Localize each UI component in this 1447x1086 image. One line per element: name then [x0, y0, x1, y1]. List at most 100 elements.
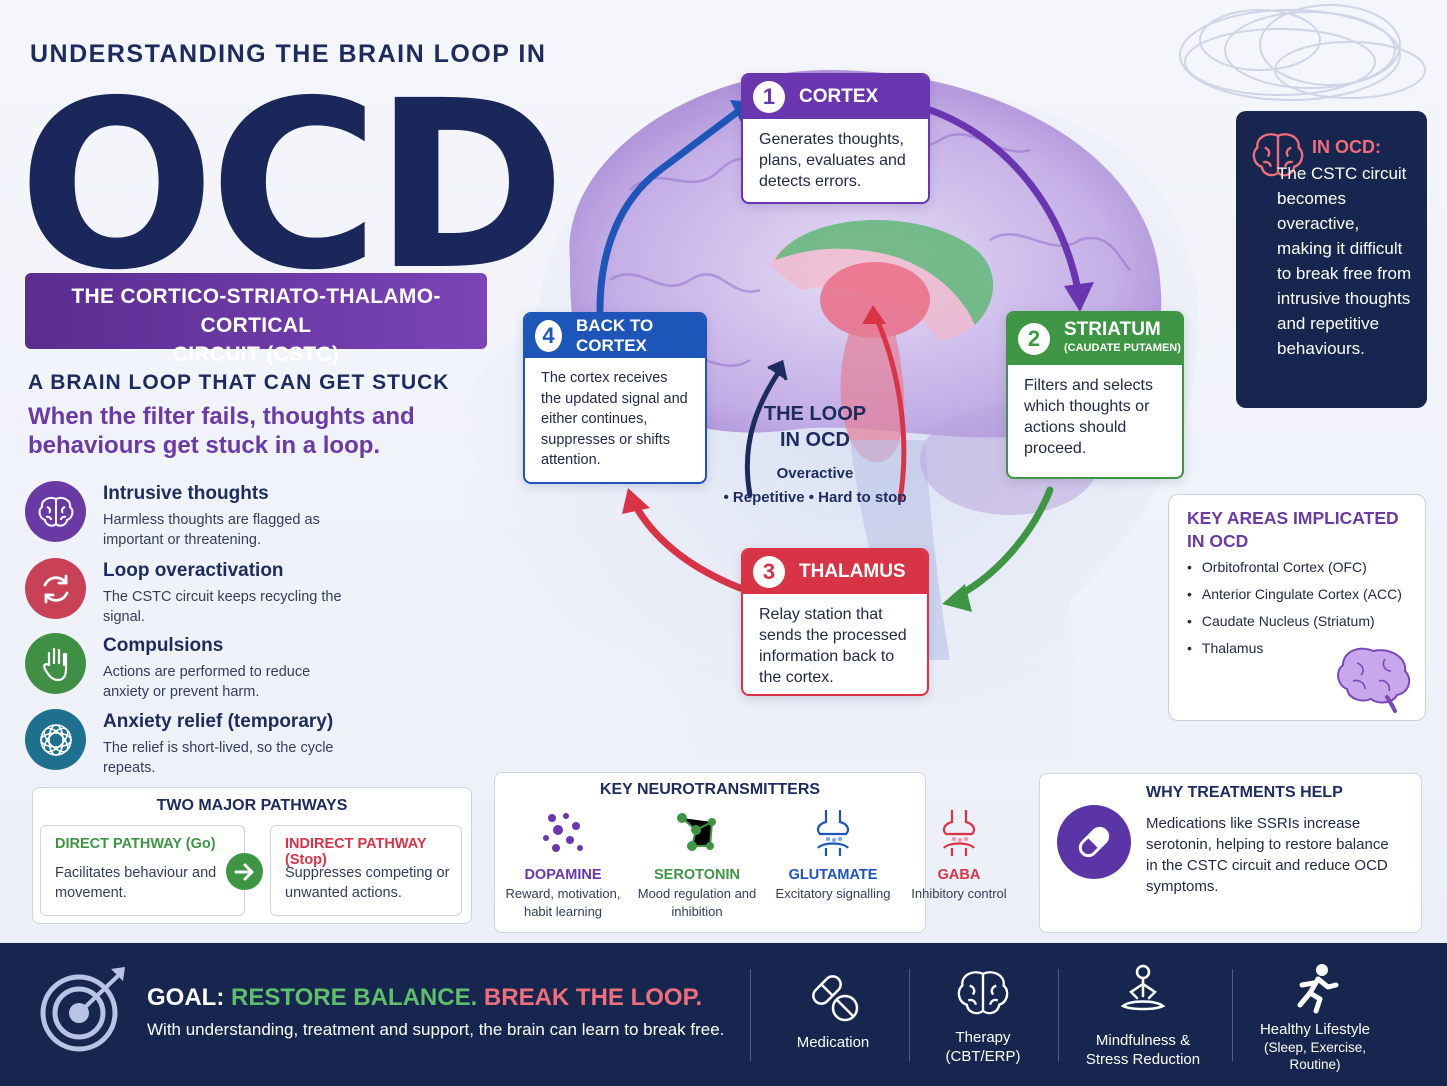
- ocd-title: OCD: [18, 51, 566, 321]
- feature-title: Intrusive thoughts: [103, 483, 269, 504]
- cycle-icon: [25, 558, 86, 619]
- step-number: 1: [753, 81, 785, 113]
- stuck-subtitle: When the filter fails, thoughts and beha…: [28, 403, 415, 459]
- step-title: BACK TO CORTEX: [576, 316, 654, 355]
- nt-desc: Excitatory signalling: [775, 886, 891, 901]
- step-back-to-cortex: 4 BACK TO CORTEX The cortex receives the…: [523, 312, 707, 484]
- step-striatum: 2 STRIATUM (CAUDATE PUTAMEN) Filters and…: [1006, 311, 1184, 479]
- loop-repetitive: • Repetitive • Hard to stop: [723, 489, 907, 506]
- feature-desc: Harmless thoughts are flagged as importa…: [103, 512, 320, 548]
- list-item: Orbitofrontal Cortex (OFC): [1187, 559, 1402, 586]
- brain-icon: [25, 481, 86, 542]
- treatments-title: WHY TREATMENTS HELP: [1146, 784, 1343, 801]
- neurotransmitter-glutamate: GLUTAMATE Excitatory signalling: [773, 808, 893, 903]
- footer-item-label: Healthy Lifestyle: [1259, 1021, 1371, 1038]
- step-title: CORTEX: [799, 86, 879, 107]
- footer-item-label: Mindfulness &: [1095, 1032, 1191, 1049]
- step-title: THALAMUS: [799, 561, 906, 582]
- footer-item-label: Medication: [796, 1034, 870, 1051]
- target-icon: [40, 967, 125, 1052]
- feature-anxiety-relief: Anxiety relief (temporary) The relief is…: [25, 709, 355, 776]
- step-desc: Generates thoughts, plans, evaluates and…: [759, 131, 906, 190]
- step-desc: Filters and selects which thoughts or ac…: [1024, 377, 1153, 457]
- step-desc: The cortex receives the updated signal a…: [541, 370, 688, 468]
- direct-pathway: DIRECT PATHWAY (Go) Facilitates behaviou…: [40, 825, 245, 916]
- neurotransmitter-serotonin: SEROTONIN Mood regulation and inhibition: [637, 808, 757, 921]
- footer-divider: [750, 969, 751, 1061]
- feature-title: Anxiety relief (temporary): [103, 711, 334, 732]
- goal-heading: GOAL: RESTORE BALANCE. BREAK THE LOOP.: [147, 984, 703, 1011]
- nt-name: SEROTONIN: [654, 867, 740, 883]
- footer-item-label: Therapy: [955, 1029, 1011, 1046]
- step-number: 3: [753, 556, 785, 588]
- network-icon: [25, 709, 86, 770]
- list-item: Anterior Cingulate Cortex (ACC): [1187, 586, 1402, 613]
- brain-icon: [957, 971, 1009, 1015]
- list-item: Caudate Nucleus (Striatum): [1187, 613, 1402, 640]
- direct-pathway-desc: Facilitates behaviour and movement.: [55, 865, 217, 901]
- goal-subtitle: With understanding, treatment and suppor…: [147, 1020, 725, 1039]
- kicker-title: UNDERSTANDING THE BRAIN LOOP IN: [30, 40, 547, 68]
- feature-loop-overactivation: Loop overactivation The CSTC circuit kee…: [25, 558, 355, 625]
- direct-pathway-title: DIRECT PATHWAY (Go): [55, 836, 216, 852]
- footer-item-mindfulness: Mindfulness & Stress Reduction: [1068, 962, 1218, 1069]
- step-number: 4: [535, 320, 563, 352]
- scribble-decoration: [1179, 4, 1426, 101]
- nt-desc: Inhibitory control: [911, 886, 1007, 901]
- cstc-line-2: CIRCUIT (CSTC): [172, 343, 340, 366]
- cstc-banner: THE CORTICO-STRIATO-THALAMO-CORTICAL CIR…: [25, 273, 487, 366]
- indirect-pathway-desc: Suppresses competing or unwanted actions…: [285, 865, 450, 901]
- running-icon: [1297, 964, 1339, 1014]
- footer-divider: [1232, 969, 1233, 1061]
- step-subtitle: (CAUDATE PUTAMEN): [1064, 342, 1181, 354]
- nt-desc: Reward, motivation, habit learning: [505, 886, 621, 919]
- molecule-dots-icon: [543, 813, 583, 852]
- pill-icon: [1057, 805, 1131, 879]
- key-areas-list: Orbitofrontal Cortex (OFC) Anterior Cing…: [1187, 559, 1402, 667]
- stuck-title: A BRAIN LOOP THAT CAN GET STUCK: [28, 371, 450, 394]
- footer-divider: [909, 969, 910, 1061]
- arrow-right-icon: [226, 853, 263, 890]
- synapse-icon: [816, 810, 850, 856]
- step-title: STRIATUM: [1064, 319, 1161, 340]
- footer-bar: [0, 943, 1447, 1086]
- key-areas-title: KEY AREAS IMPLICATED IN OCD: [1187, 508, 1399, 551]
- in-ocd-text: The CSTC circuit becomes overactive, mak…: [1277, 164, 1412, 358]
- indirect-pathway: INDIRECT PATHWAY (Stop) Suppresses compe…: [270, 825, 462, 916]
- pathways-title: TWO MAJOR PATHWAYS: [156, 797, 348, 814]
- in-ocd-label: IN OCD:: [1312, 137, 1381, 157]
- step-thalamus: 3 THALAMUS Relay station that sends the …: [741, 548, 929, 696]
- indirect-pathway-title: INDIRECT PATHWAY (Stop): [285, 836, 427, 868]
- loop-title: THE LOOP IN OCD: [763, 403, 867, 451]
- neurotransmitters-panel: [494, 772, 926, 933]
- list-item: Thalamus: [1187, 640, 1402, 667]
- key-areas-panel: KEY AREAS IMPLICATED IN OCD Orbitofronta…: [1168, 494, 1426, 721]
- loop-overactive: Overactive: [776, 465, 854, 482]
- molecule-network-icon: [677, 813, 716, 851]
- step-desc: Relay station that sends the processed i…: [759, 606, 907, 686]
- feature-title: Compulsions: [103, 635, 224, 656]
- nt-name: GABA: [937, 867, 981, 883]
- footer-item-sub: (CBT/ERP): [945, 1048, 1021, 1065]
- brain-icon: [1337, 647, 1411, 713]
- brain-icon: [1252, 133, 1304, 177]
- step-number: 2: [1018, 323, 1050, 355]
- feature-intrusive-thoughts: Intrusive thoughts Harmless thoughts are…: [25, 481, 355, 548]
- footer-item-lifestyle: Healthy Lifestyle (Sleep, Exercise, Rout…: [1240, 963, 1390, 1073]
- treatments-desc: Medications like SSRIs increase serotoni…: [1146, 815, 1389, 895]
- footer-item-medication: Medication: [758, 968, 908, 1052]
- nt-name: GLUTAMATE: [788, 867, 878, 883]
- feature-desc: The relief is short-lived, so the cycle …: [103, 740, 334, 776]
- outer-loop-arrows: [596, 100, 1094, 612]
- neurotransmitters-title: KEY NEUROTRANSMITTERS: [599, 781, 821, 798]
- cstc-line-1: THE CORTICO-STRIATO-THALAMO-CORTICAL: [71, 285, 441, 337]
- footer-divider: [1058, 969, 1059, 1061]
- step-cortex: 1 CORTEX Generates thoughts, plans, eval…: [741, 73, 930, 204]
- feature-title: Loop overactivation: [103, 560, 284, 581]
- footer-item-therapy: Therapy (CBT/ERP): [908, 965, 1058, 1066]
- feature-desc: The CSTC circuit keeps recycling the sig…: [103, 589, 342, 625]
- synapse-icon: [942, 810, 976, 856]
- feature-compulsions: Compulsions Actions are performed to red…: [25, 633, 355, 700]
- hand-icon: [25, 633, 86, 694]
- meditation-icon: [1120, 964, 1166, 1011]
